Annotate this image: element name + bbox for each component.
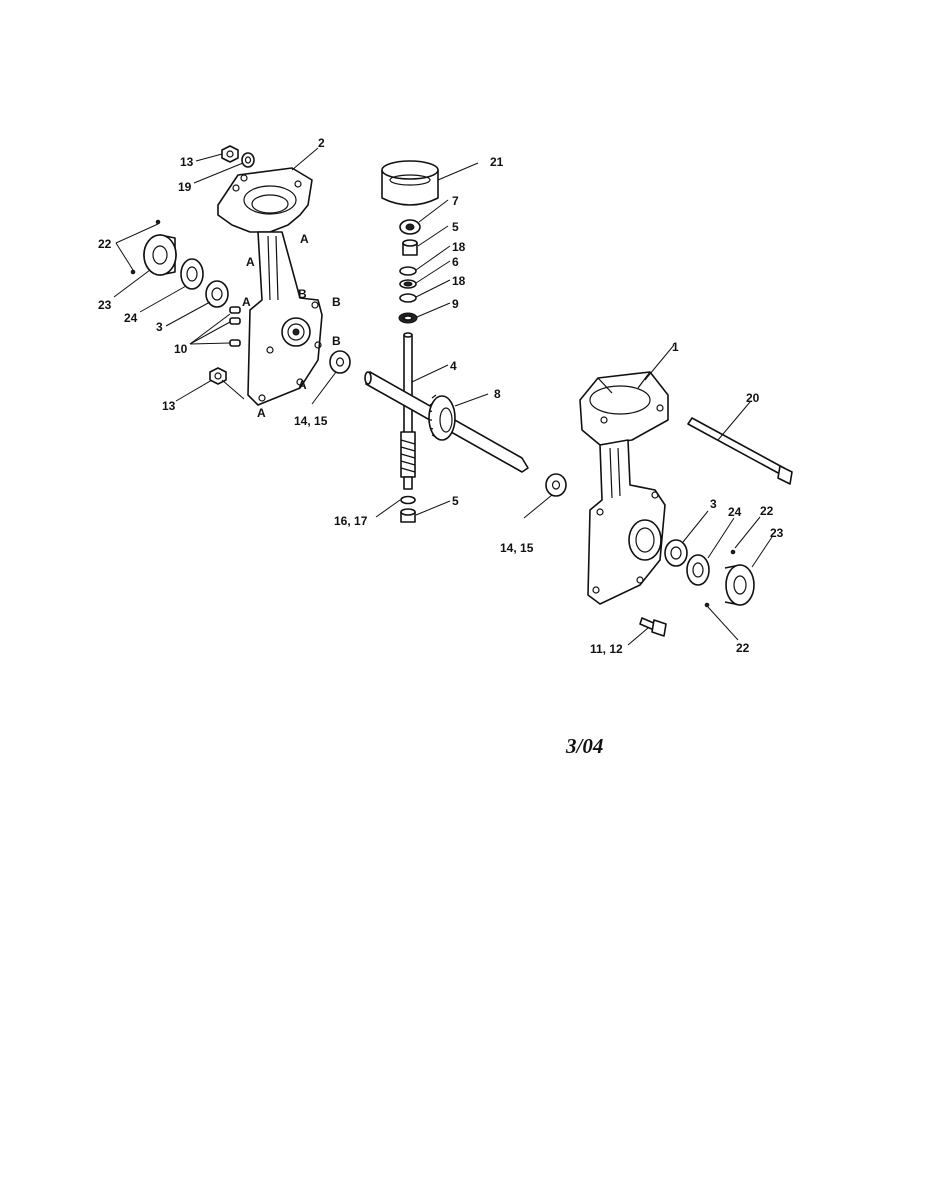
- callout-8: 8: [494, 387, 501, 401]
- callout-20: 20: [746, 391, 760, 405]
- callout-16-17: 16, 17: [334, 514, 368, 528]
- callout-10: 10: [174, 342, 188, 356]
- ref-mark-a: A: [298, 378, 307, 392]
- callout-19: 19: [178, 180, 192, 194]
- ref-mark-b: B: [332, 295, 341, 309]
- worm-shaft-assembly: [381, 160, 439, 523]
- ref-mark-a: A: [300, 232, 309, 246]
- callout-4: 4: [450, 359, 457, 373]
- left-housing-part: [217, 167, 323, 406]
- callout-7: 7: [452, 194, 459, 208]
- ref-mark-a: A: [246, 255, 255, 269]
- callout-22-right-bottom: 22: [736, 641, 750, 655]
- callout-2: 2: [318, 136, 325, 150]
- callout-22-left: 22: [98, 237, 112, 251]
- callout-3-right: 3: [710, 497, 717, 511]
- callout-21: 21: [490, 155, 504, 169]
- callout-3-left: 3: [156, 320, 163, 334]
- callout-9: 9: [452, 297, 459, 311]
- callout-24-right: 24: [728, 505, 742, 519]
- callout-13-bottom: 13: [162, 399, 176, 413]
- callout-18-bottom: 18: [452, 274, 466, 288]
- callout-6: 6: [452, 255, 459, 269]
- callout-1: 1: [672, 340, 679, 354]
- callout-14-15-left: 14, 15: [294, 414, 328, 428]
- callout-11-12: 11, 12: [590, 642, 623, 656]
- ref-mark-a: A: [242, 295, 251, 309]
- callout-14-15-right: 14, 15: [500, 541, 534, 555]
- callout-24-left: 24: [124, 311, 138, 325]
- ref-mark-b: B: [298, 287, 307, 301]
- callout-5-top: 5: [452, 220, 459, 234]
- right-housing-part: [579, 371, 793, 637]
- callout-22-right-top: 22: [760, 504, 774, 518]
- ref-mark-a: A: [257, 406, 266, 420]
- gear-shaft-assembly: [329, 350, 567, 497]
- callout-18-top: 18: [452, 240, 466, 254]
- revision-date: 3/04: [565, 734, 603, 758]
- leader-lines: [113, 147, 773, 646]
- right-bearing-assembly: [664, 539, 755, 608]
- callout-13-top: 13: [180, 155, 194, 169]
- callout-23-left: 23: [98, 298, 112, 312]
- callout-labels: 13 19 2 22 23 24 3 10 13 14, 15 21 7 5 1…: [98, 136, 784, 758]
- ref-mark-b: B: [332, 334, 341, 348]
- callout-5-bottom: 5: [452, 494, 459, 508]
- callout-23-right: 23: [770, 526, 784, 540]
